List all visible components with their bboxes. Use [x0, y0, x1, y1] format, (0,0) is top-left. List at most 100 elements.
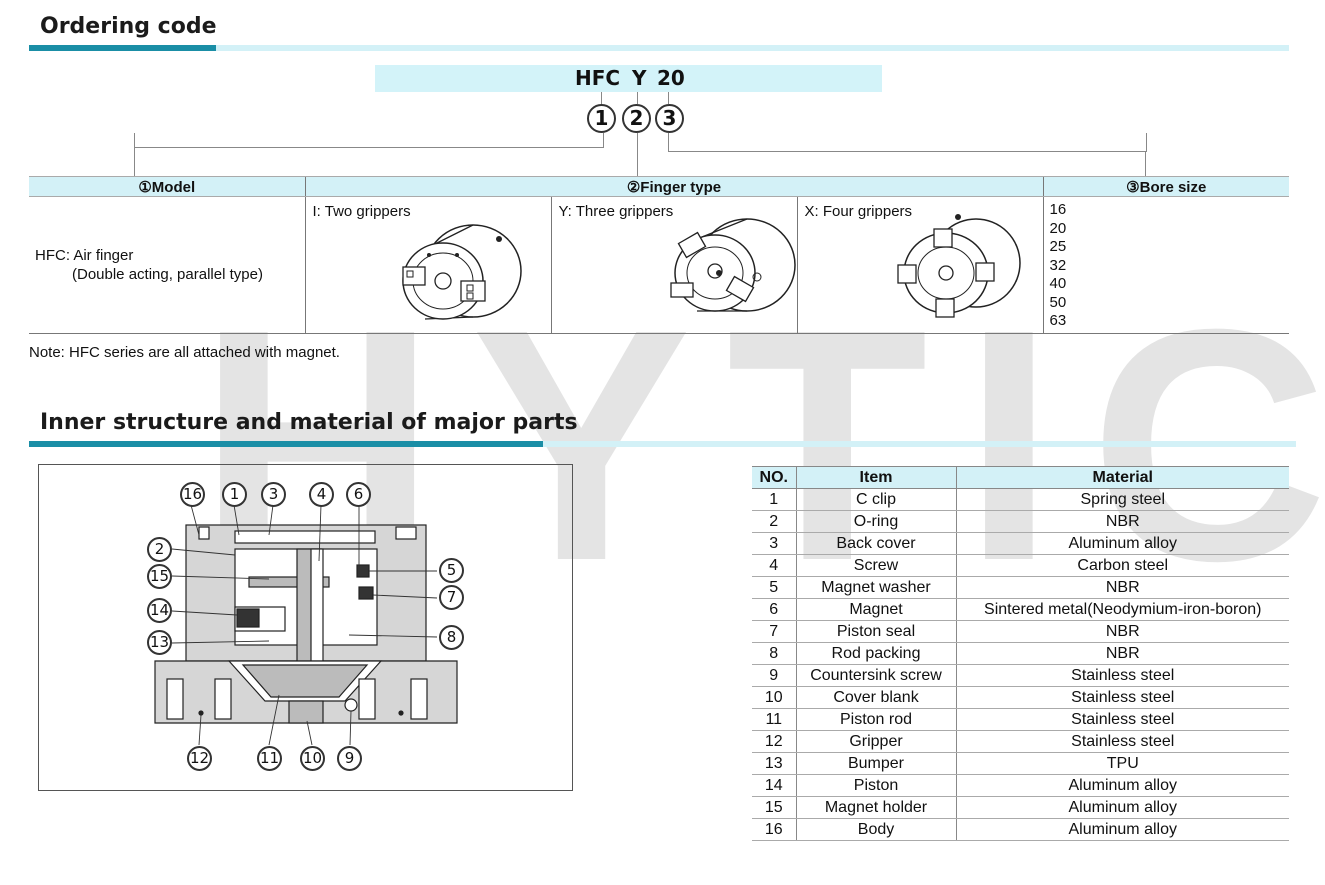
part-item: Gripper	[796, 730, 957, 753]
finger-type-four-label: X: Four grippers	[804, 203, 913, 220]
cross-section-frame: 16 1 3 4 6 2 15 14 13 5 7 8 12 11 10 9	[38, 464, 573, 791]
inner-title-underline-light	[543, 441, 1296, 447]
part-item: Magnet	[796, 598, 957, 621]
callout-2: 2	[147, 537, 172, 562]
part-item: Bumper	[796, 752, 957, 775]
marker-3: 3	[655, 104, 684, 133]
part-item: Countersink screw	[796, 664, 957, 687]
bore-size-25: 25	[1049, 238, 1067, 255]
bore-size-16: 16	[1049, 201, 1067, 218]
part-item: Body	[796, 818, 957, 841]
leader-marker-2	[637, 133, 638, 176]
part-material: Aluminum alloy	[956, 796, 1289, 819]
callout-14: 14	[147, 598, 172, 623]
part-no: 9	[752, 664, 797, 687]
leader-code-3	[668, 92, 669, 104]
leader-marker-3-drop	[1145, 151, 1146, 176]
parts-header-item: Item	[796, 466, 957, 489]
part-no: 5	[752, 576, 797, 599]
part-no: 10	[752, 686, 797, 709]
callout-15: 15	[147, 564, 172, 589]
part-material: Sintered metal(Neodymium-iron-boron)	[956, 598, 1289, 621]
part-material: NBR	[956, 510, 1289, 533]
part-no: 15	[752, 796, 797, 819]
callout-10: 10	[300, 746, 325, 771]
part-no: 1	[752, 488, 797, 511]
bore-size-32: 32	[1049, 256, 1067, 274]
part-material: Spring steel	[956, 488, 1289, 511]
code-part-finger: Y	[632, 66, 647, 90]
header-bore-size: ③Bore size	[1042, 176, 1289, 197]
bore-size-40: 40	[1049, 275, 1067, 292]
callout-9: 9	[337, 746, 362, 771]
part-material: NBR	[956, 620, 1289, 643]
part-no: 7	[752, 620, 797, 643]
leader-marker-3	[668, 133, 1147, 152]
two-gripper-image	[401, 224, 522, 320]
marker-1: 1	[587, 104, 616, 133]
four-gripper-image	[896, 214, 1021, 318]
part-no: 14	[752, 774, 797, 797]
callout-16: 16	[180, 482, 205, 507]
part-material: TPU	[956, 752, 1289, 775]
callout-8: 8	[439, 625, 464, 650]
part-material: Aluminum alloy	[956, 774, 1289, 797]
finger-type-three-cell: Y: Three grippers	[550, 196, 797, 334]
part-item: Rod packing	[796, 642, 957, 665]
header-model: ①Model	[29, 176, 305, 197]
model-line-1: HFC: Air finger	[35, 247, 134, 264]
part-material: Stainless steel	[956, 730, 1289, 753]
part-material: Aluminum alloy	[956, 818, 1289, 841]
finger-type-three-label: Y: Three grippers	[558, 203, 674, 220]
bore-size-50: 50	[1049, 293, 1067, 311]
part-item: Magnet washer	[796, 576, 957, 599]
part-material: Stainless steel	[956, 664, 1289, 687]
part-no: 8	[752, 642, 797, 665]
code-part-bore: 20	[657, 66, 685, 90]
part-item: Back cover	[796, 532, 957, 555]
title-underline-light	[216, 45, 1289, 51]
callout-4: 4	[309, 482, 334, 507]
part-item: Piston rod	[796, 708, 957, 731]
part-no: 12	[752, 730, 797, 753]
part-no: 13	[752, 752, 797, 775]
callout-12: 12	[187, 746, 212, 771]
parts-header-no: NO.	[752, 466, 797, 489]
bore-size-cell: 16 20 25 32 40 50 63	[1042, 196, 1289, 334]
part-no: 3	[752, 532, 797, 555]
part-material: Stainless steel	[956, 708, 1289, 731]
model-line-2: (Double acting, parallel type)	[72, 266, 263, 283]
callout-1: 1	[222, 482, 247, 507]
part-item: Magnet holder	[796, 796, 957, 819]
part-no: 11	[752, 708, 797, 731]
bore-size-20: 20	[1049, 219, 1067, 237]
parts-header-material: Material	[956, 466, 1289, 489]
leader-marker-1	[134, 133, 604, 148]
callout-6: 6	[346, 482, 371, 507]
leader-marker-1-drop	[134, 147, 135, 176]
part-no: 2	[752, 510, 797, 533]
inner-structure-title: Inner structure and material of major pa…	[40, 410, 578, 435]
title-underline-dark	[29, 45, 216, 51]
inner-title-underline-dark	[29, 441, 543, 447]
callout-3: 3	[261, 482, 286, 507]
part-material: Aluminum alloy	[956, 532, 1289, 555]
ordering-table: ①Model ②Finger type ③Bore size HFC: Air …	[29, 176, 1289, 334]
finger-type-two-label: I: Two grippers	[312, 203, 411, 220]
marker-2: 2	[622, 104, 651, 133]
ordering-note: Note: HFC series are all attached with m…	[29, 344, 340, 361]
bore-size-63: 63	[1049, 312, 1067, 329]
callout-11: 11	[257, 746, 282, 771]
finger-type-two-cell: I: Two grippers	[304, 196, 551, 334]
part-material: Stainless steel	[956, 686, 1289, 709]
